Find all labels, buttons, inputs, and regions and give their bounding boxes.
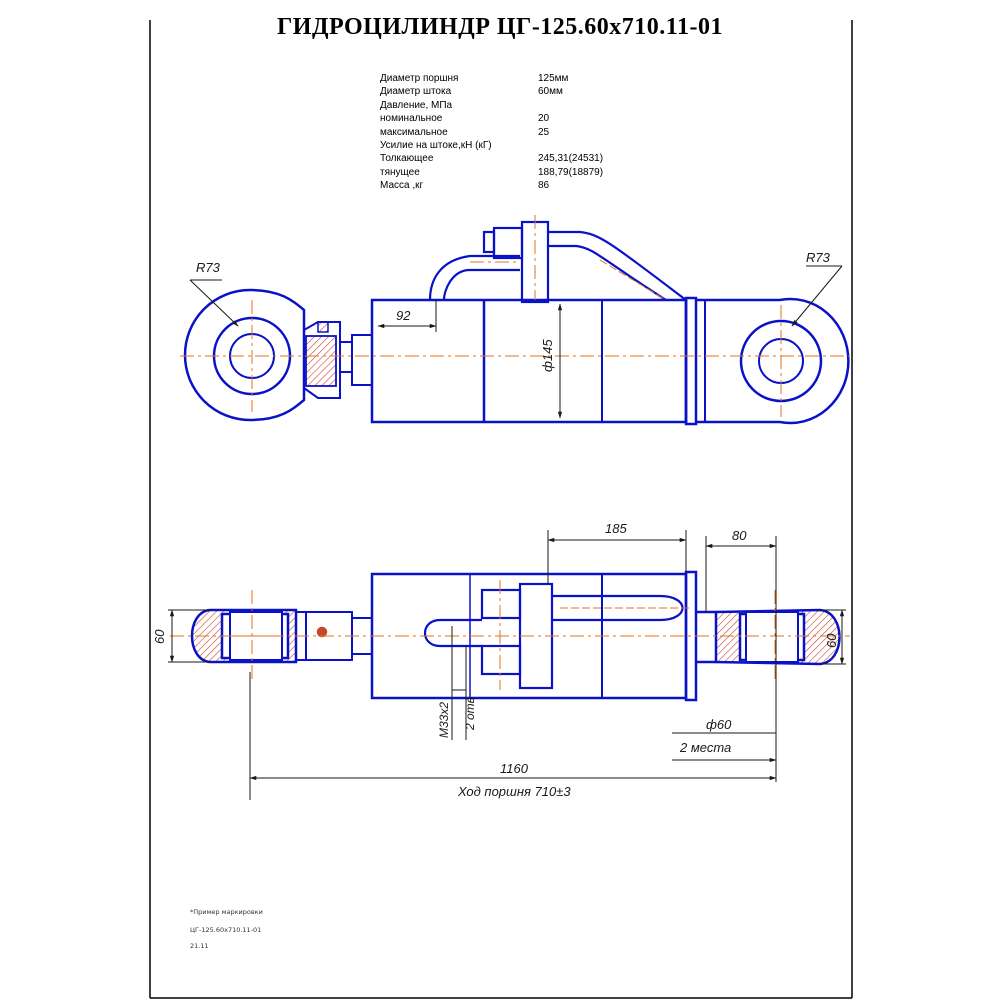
dim-holes: 2 отв [463, 697, 477, 731]
rod-end-block [303, 321, 373, 399]
spec-label: Толкающее [380, 153, 434, 165]
spec-value: 86 [538, 180, 550, 192]
spec-row: Диаметр поршня 125мм [380, 72, 603, 85]
spec-label: номинальное [380, 113, 443, 125]
bottom-dimension-labels: 185 80 60 60 М33х2 2 отв ф60 2 места 116… [152, 521, 839, 799]
dim-pin-diameter: ф60 [706, 717, 732, 732]
spec-row: Давление, МПа [380, 99, 603, 112]
spec-row: номинальное 20 [380, 112, 603, 125]
dim-stroke: Ход поршня 710±3 [457, 784, 571, 799]
spec-label: тянущее [380, 166, 420, 178]
spec-table: Диаметр поршня 125мм Диаметр штока 60мм Да… [380, 72, 603, 193]
dim-eye-width-right: 60 [824, 633, 839, 648]
marking-note-label: *Пример маркировки [190, 908, 263, 916]
spec-label: Усилие на штоке,кН (кГ) [380, 140, 492, 152]
right-rod-eye [739, 297, 850, 425]
top-dimension-labels: R73 R73 92 ф145 [196, 250, 831, 372]
left-rod-eye [183, 288, 306, 422]
spec-row: Толкающее 245,31(24531) [380, 152, 603, 165]
top-view [183, 220, 850, 426]
bottom-dimensions [168, 530, 846, 800]
spec-value: 20 [538, 113, 550, 125]
hydraulic-pipe [428, 220, 687, 304]
spec-row: Масса ,кг 86 [380, 179, 603, 192]
drawing-title: ГИДРОЦИЛИНДР ЦГ-125.60х710.11-01 [277, 14, 723, 40]
dim-port-offset: 92 [396, 308, 411, 323]
spec-label: Диаметр поршня [380, 73, 459, 84]
spec-label: Масса ,кг [380, 180, 424, 192]
dim-body-diameter: ф145 [540, 339, 555, 372]
spec-value: 25 [538, 126, 550, 138]
dim-radius-right: R73 [806, 250, 831, 265]
spec-row: Усилие на штоке,кН (кГ) [380, 139, 603, 152]
marking-note-code: ЦГ-125.60х710.11-01 [190, 926, 262, 934]
marking-note-date: 21.11 [190, 942, 209, 950]
dim-eye-width-left: 60 [152, 629, 167, 644]
cylinder-body [370, 296, 780, 426]
dim-thread: М33х2 [437, 702, 451, 738]
spec-label: максимальное [380, 126, 448, 138]
spec-label: Давление, МПа [380, 99, 453, 111]
right-eye-section [714, 608, 841, 666]
spec-row: Диаметр штока 60мм [380, 85, 603, 98]
dim-pin-places: 2 места [679, 740, 731, 755]
spec-label: Диаметр штока [380, 86, 452, 98]
bottom-centerlines [170, 580, 850, 690]
dim-port-distance: 185 [605, 521, 627, 536]
spec-value: 245,31(24531) [538, 153, 604, 165]
dim-total-length: 1160 [500, 761, 529, 776]
spec-value: 125мм [538, 73, 569, 84]
top-dimensions [189, 265, 843, 419]
spec-row: тянущее 188,79(18879) [380, 166, 603, 179]
spec-value: 60мм [538, 86, 563, 98]
top-centerlines [180, 215, 850, 417]
spec-row: максимальное 25 [380, 126, 603, 139]
sheet-frame [149, 20, 853, 999]
spec-value: 188,79(18879) [538, 166, 604, 178]
dim-end-length: 80 [732, 528, 747, 543]
dim-radius-left: R73 [196, 260, 221, 275]
